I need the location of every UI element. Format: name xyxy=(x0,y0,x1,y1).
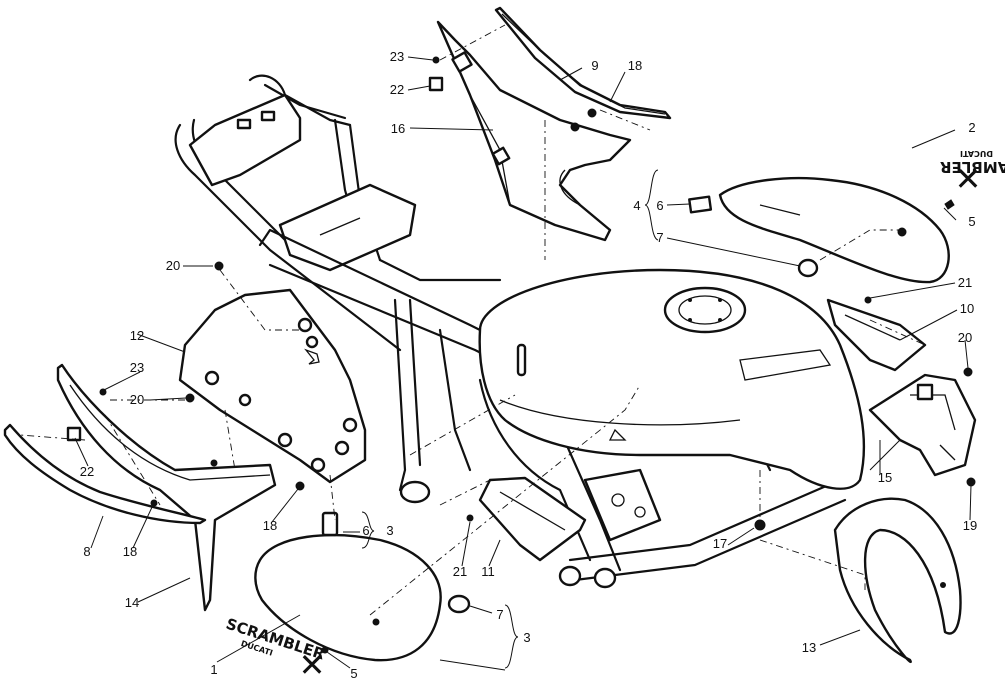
callout-11: 11 xyxy=(481,564,495,579)
callout-9: 9 xyxy=(591,58,598,73)
bracket-15 xyxy=(868,367,977,477)
callout-6: 6 xyxy=(656,198,663,213)
callout-4: 4 xyxy=(633,198,640,213)
callout-10: 10 xyxy=(960,301,974,316)
trim-strip-9 xyxy=(494,6,672,132)
trim-8 xyxy=(56,363,277,612)
callout-7-bottom: 7 xyxy=(496,607,503,622)
callout-14: 14 xyxy=(125,595,139,610)
callout-3-bottom: 3 xyxy=(386,523,393,538)
scrambler-decal-top: SCRAMBLER DUCATI xyxy=(940,149,1005,176)
callout-21: 21 xyxy=(958,275,972,290)
callout-16: 16 xyxy=(391,121,405,136)
callout-labels: 23 22 16 9 18 2 5 4 6 7 21 10 20 15 19 2… xyxy=(80,49,977,681)
scrambler-logo-word: SCRAMBLER xyxy=(940,158,1005,176)
side-panel-16 xyxy=(436,20,632,242)
callout-22-left: 22 xyxy=(80,464,94,479)
cover-11 xyxy=(478,476,587,562)
motorcycle-frame xyxy=(174,74,847,589)
callout-22: 22 xyxy=(390,82,404,97)
callout-17: 17 xyxy=(713,536,727,551)
trim-14 xyxy=(3,423,207,525)
callout-20-left: 20 xyxy=(130,392,144,407)
leader-lines xyxy=(74,56,972,671)
fairing-13 xyxy=(833,497,962,663)
callout-20-left-top: 20 xyxy=(166,258,180,273)
side-panel-12 xyxy=(178,288,367,484)
callout-12: 12 xyxy=(130,328,144,343)
callout-21-bottom: 21 xyxy=(453,564,467,579)
callout-18-left: 18 xyxy=(123,544,137,559)
scrambler-x-mark-top: ✕ xyxy=(955,160,982,198)
callout-8: 8 xyxy=(83,544,90,559)
callout-7: 7 xyxy=(656,230,663,245)
callout-5-bottom: 5 xyxy=(350,666,357,681)
scrambler-x-mark-bottom: ✕ xyxy=(299,646,326,684)
callout-19: 19 xyxy=(963,518,977,533)
callout-18-mid: 18 xyxy=(263,518,277,533)
fuel-tank xyxy=(478,268,866,490)
callout-15: 15 xyxy=(878,470,892,485)
callout-5: 5 xyxy=(968,214,975,229)
alignment-lines xyxy=(19,24,926,616)
callout-13: 13 xyxy=(802,640,816,655)
bracket-10 xyxy=(826,296,927,372)
callout-20: 20 xyxy=(958,330,972,345)
callout-18: 18 xyxy=(628,58,642,73)
callout-1: 1 xyxy=(210,662,217,677)
callout-3: 3 xyxy=(523,630,530,645)
fasteners xyxy=(66,56,976,654)
callout-23-left: 23 xyxy=(130,360,144,375)
side-cover-2 xyxy=(688,176,955,284)
scrambler-logo-sub: DUCATI xyxy=(960,149,993,158)
callout-2: 2 xyxy=(968,120,975,135)
callout-23: 23 xyxy=(390,49,404,64)
side-cover-1 xyxy=(254,511,471,662)
callout-6-bottom: 6 xyxy=(362,523,369,538)
